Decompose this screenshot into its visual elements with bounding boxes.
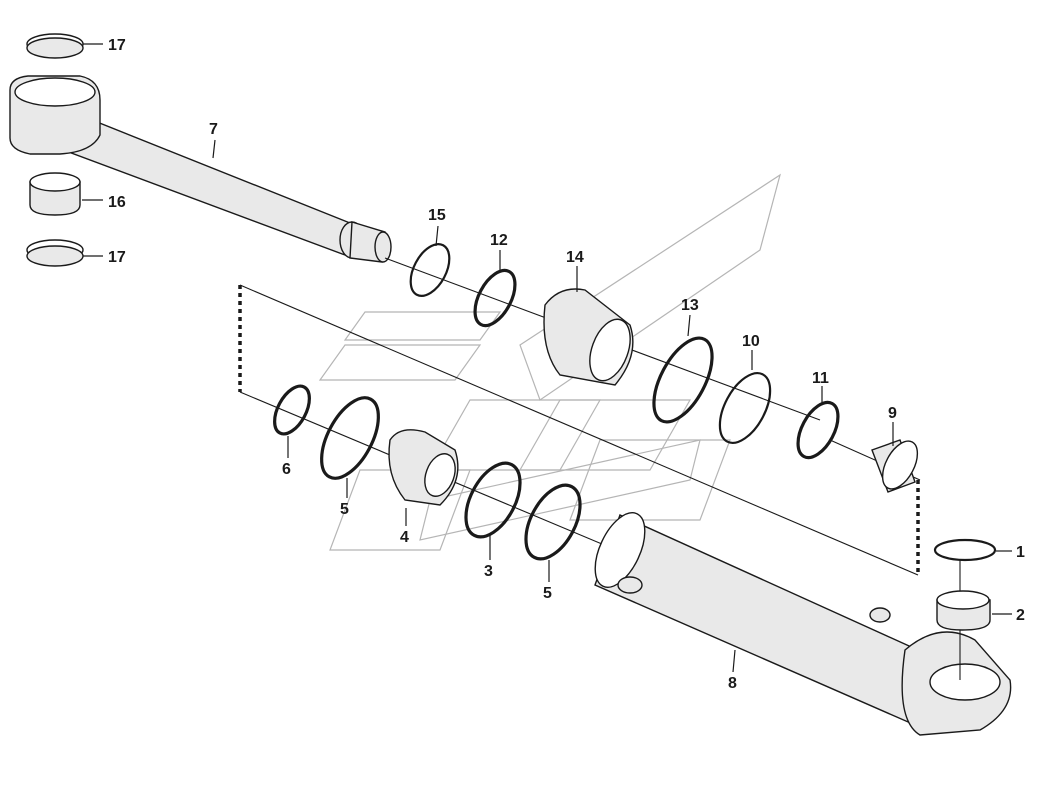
callout-3: 3 — [484, 563, 493, 580]
callout-9: 9 — [888, 405, 897, 422]
callout-5-right: 5 — [543, 585, 552, 602]
callout-2: 2 — [1016, 607, 1025, 624]
callout-15: 15 — [428, 207, 446, 224]
piston-rod — [9, 75, 392, 263]
guide-lines — [238, 284, 920, 576]
cylinder-barrel — [594, 512, 1012, 736]
callout-labels: 17 16 17 7 15 12 14 13 10 11 9 6 5 4 3 5… — [108, 37, 1025, 692]
callout-17-bottom: 17 — [108, 249, 126, 266]
rod-end-bushings — [26, 33, 84, 267]
callout-7: 7 — [209, 121, 218, 138]
piston-parts — [239, 384, 641, 561]
callout-4: 4 — [400, 529, 409, 546]
callout-14: 14 — [566, 249, 584, 266]
callout-1: 1 — [1016, 544, 1025, 561]
callout-17-top: 17 — [108, 37, 126, 54]
base-end-parts — [933, 538, 997, 631]
callout-10: 10 — [742, 333, 760, 350]
callout-8: 8 — [728, 675, 737, 692]
callout-12: 12 — [490, 232, 508, 249]
rod-seals — [384, 243, 921, 493]
callout-5-left: 5 — [340, 501, 349, 518]
callout-6: 6 — [282, 461, 291, 478]
callout-16: 16 — [108, 194, 126, 211]
leader-lines — [82, 43, 1012, 673]
callout-11: 11 — [812, 370, 829, 387]
callout-13: 13 — [681, 297, 699, 314]
